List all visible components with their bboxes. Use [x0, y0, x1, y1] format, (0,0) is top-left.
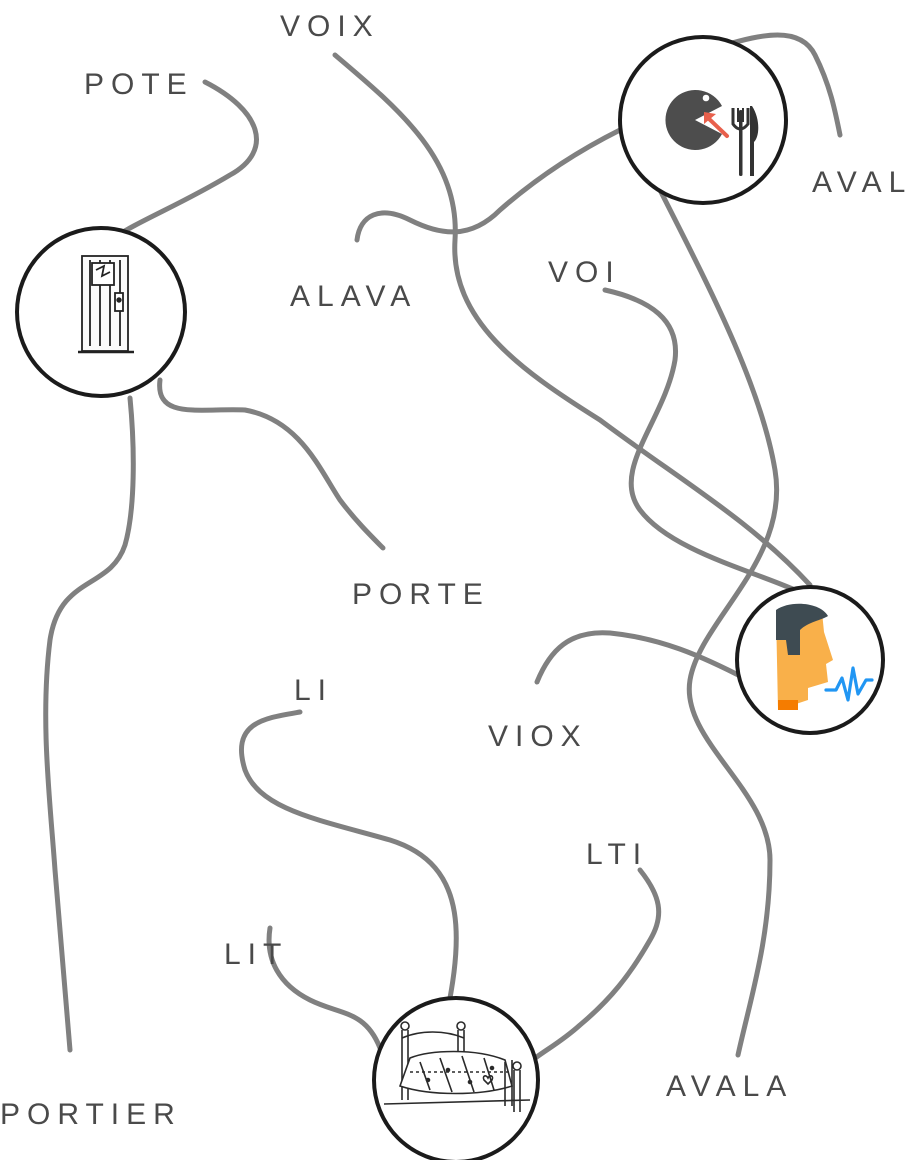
word-portier[interactable]: PORTIER — [0, 1098, 182, 1131]
bed-node[interactable] — [372, 996, 540, 1160]
bed-icon — [383, 1021, 531, 1112]
voice-node[interactable] — [735, 585, 885, 735]
wire-viox — [534, 630, 751, 685]
word-pote[interactable]: POTE — [84, 68, 194, 101]
word-voi[interactable]: VOI — [548, 256, 621, 289]
door-node[interactable] — [15, 226, 187, 398]
eat-node[interactable] — [618, 35, 788, 205]
word-voix[interactable]: VOIX — [280, 10, 380, 43]
wire-voix — [332, 52, 813, 588]
eating-mouth-fork-knife-icon — [665, 90, 759, 176]
wire-lit — [266, 925, 383, 1051]
wire-aval — [722, 32, 843, 138]
wire-li — [238, 709, 459, 1048]
wire-avala — [652, 177, 780, 1058]
word-lit[interactable]: LIT — [224, 938, 289, 971]
wire-alava — [354, 127, 623, 243]
word-alava[interactable]: ALAVA — [290, 280, 418, 313]
word-viox[interactable]: VIOX — [488, 720, 588, 753]
wire-porte — [157, 377, 386, 551]
word-aval[interactable]: AVAL — [812, 166, 913, 199]
speaking-head-icon — [776, 603, 874, 710]
word-avala[interactable]: AVALA — [666, 1070, 794, 1103]
word-porte[interactable]: PORTE — [352, 578, 490, 611]
wire-pote — [107, 79, 259, 243]
wire-portier — [43, 395, 136, 1053]
wire-lti — [527, 867, 662, 1065]
word-lti[interactable]: LTI — [586, 838, 649, 871]
word-li[interactable]: LI — [294, 674, 334, 707]
wire-voi — [602, 287, 798, 593]
door-icon — [78, 255, 134, 354]
